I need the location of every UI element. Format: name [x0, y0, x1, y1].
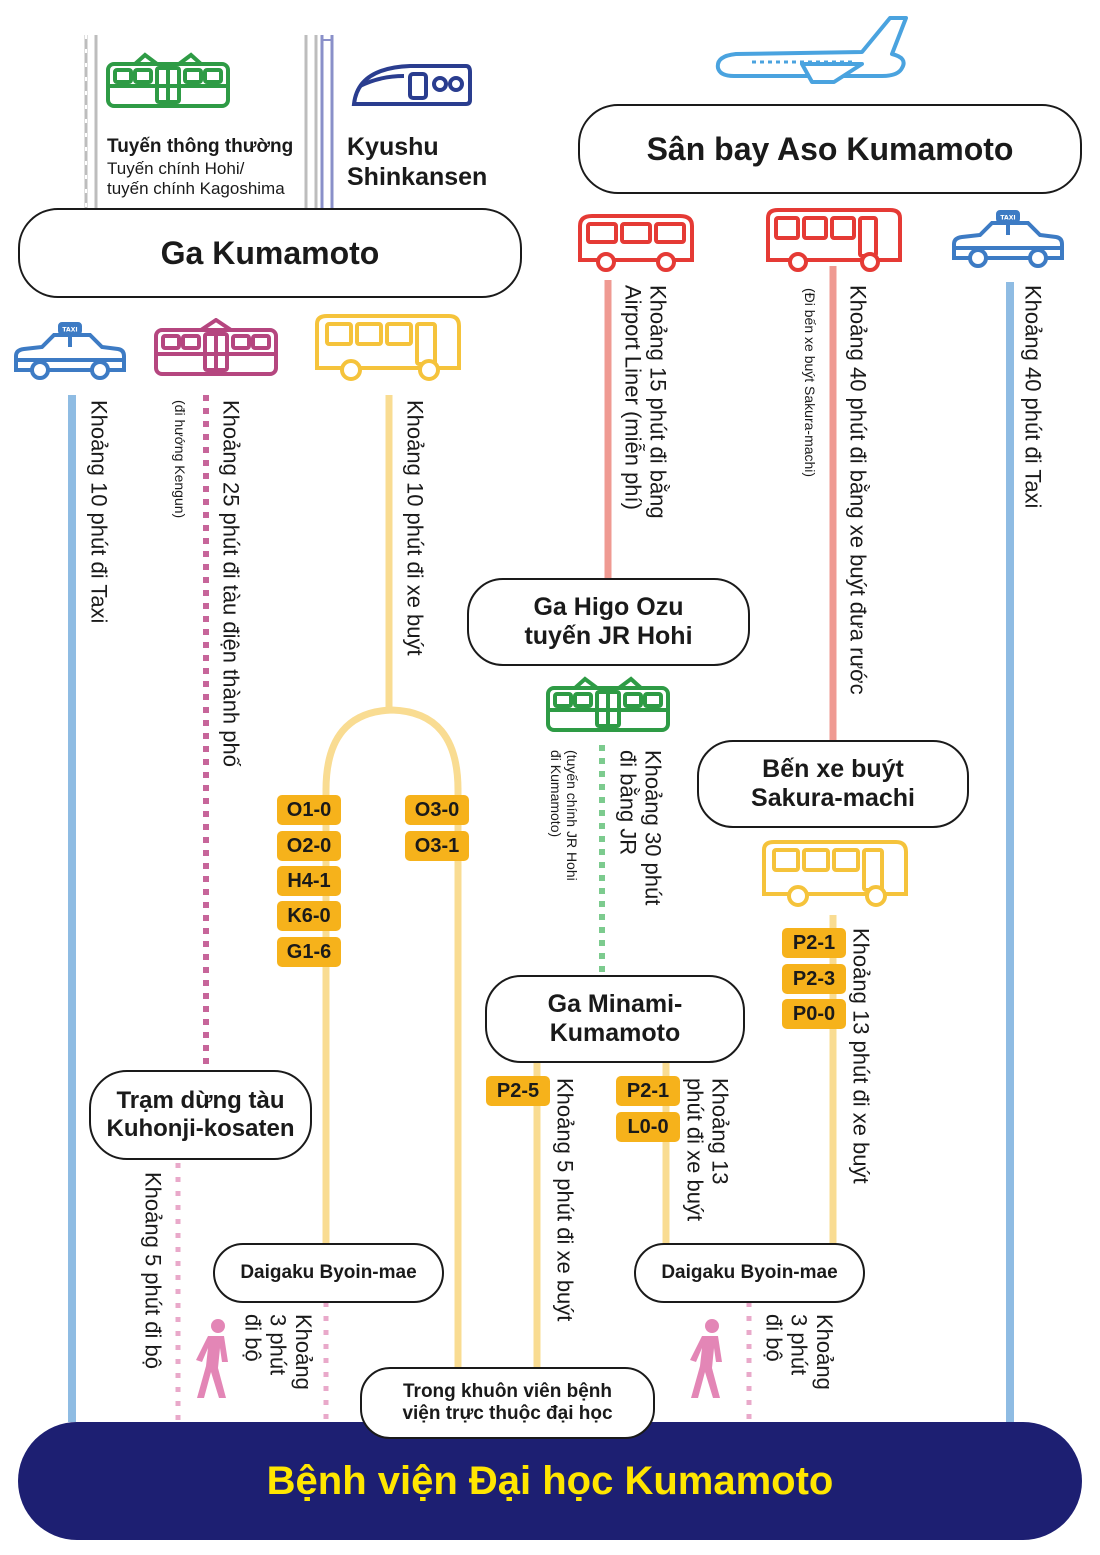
bus-icon: [762, 840, 908, 907]
higo-ozu-label: Ga Higo Ozu tuyến JR Hohi: [524, 593, 693, 650]
minami-kumamoto-station-box: Ga Minami- Kumamoto: [485, 975, 745, 1063]
kumamoto-station-box: Ga Kumamoto: [18, 208, 522, 298]
airport-taxi-text: Khoảng 40 phút đi Taxi: [1020, 285, 1046, 509]
bus-from-station-text: Khoảng 10 phút đi xe buýt: [402, 400, 428, 656]
hospital-banner: Bệnh viện Đại học Kumamoto: [18, 1422, 1082, 1540]
taxi-from-station-text: Khoảng 10 phút đi Taxi: [86, 400, 112, 624]
airport-bus-text: Khoảng 40 phút đi bằng xe buýt đưa rước: [845, 285, 871, 695]
bus-badge: P0-0: [782, 999, 846, 1029]
conventional-line-detail: Tuyến chính Hohi/ tuyến chính Kagoshima: [107, 158, 285, 199]
bus-icon: [766, 208, 902, 272]
sakura-machi-bus-terminal-box: Bến xe buýt Sakura-machi: [697, 740, 969, 828]
bus-badge: O1-0: [277, 795, 341, 825]
bus-badge: P2-5: [486, 1076, 550, 1106]
bus-badge: O3-0: [405, 795, 469, 825]
shinkansen-rail-track: [320, 35, 334, 208]
bus-badge: O3-1: [405, 831, 469, 861]
kumamoto-station-label: Ga Kumamoto: [160, 234, 380, 271]
airport-box: Sân bay Aso Kumamoto: [578, 104, 1082, 194]
bus-badge: P2-1: [616, 1076, 680, 1106]
taxi-icon: TAXI: [952, 210, 1064, 268]
train-icon: [106, 52, 230, 108]
jr-route-text: Khoảng 30 phút đi bằng JR: [615, 750, 666, 906]
airport-liner-text: Khoảng 15 phút đi bằng Airport Liner (mi…: [620, 285, 671, 519]
bus-route-arch: [322, 706, 462, 791]
conventional-line-title: Tuyến thông thường: [107, 136, 294, 157]
shinkansen-label: Kyushu Shinkansen: [347, 133, 488, 191]
walk-3min-right-text: Khoảng 3 phút đi bộ: [761, 1314, 837, 1390]
daigaku-byoin-mae-right-box: Daigaku Byoin-mae: [634, 1243, 865, 1303]
bus-badge: P2-3: [782, 964, 846, 994]
sakura-machi-label: Bến xe buýt Sakura-machi: [751, 755, 915, 812]
bus-badge: G1-6: [277, 937, 341, 967]
train-icon: [546, 676, 670, 732]
bus-icon: [578, 214, 694, 272]
bus-badge: K6-0: [277, 901, 341, 931]
airplane-icon: [715, 16, 908, 84]
conventional-rail-track: [84, 35, 318, 208]
taxi-roof-sign: TAXI: [1000, 215, 1015, 222]
conventional-line-label: Tuyến thông thường Tuyến chính Hohi/ tuy…: [107, 136, 317, 200]
bus-badge: H4-1: [277, 866, 341, 896]
bus-badge: L0-0: [616, 1112, 680, 1142]
daigaku-left-label: Daigaku Byoin-mae: [240, 1262, 417, 1284]
pedestrian-icon: [196, 1319, 228, 1398]
bus-icon: [315, 314, 461, 381]
jr-note-text: (tuyến chính JR Hohi đi Kumamoto): [548, 750, 581, 881]
campus-label: Trong khuôn viên bệnh viện trực thuộc đạ…: [402, 1381, 613, 1424]
kuhonji-tram-stop-box: Trạm dừng tàu Kuhonji-kosaten: [89, 1070, 312, 1160]
walk-3min-left-text: Khoảng 3 phút đi bộ: [240, 1314, 316, 1390]
tram-icon: [154, 318, 278, 376]
pedestrian-icon: [690, 1319, 722, 1398]
minami-bus-13min-text: Khoảng 13 phút đi xe buýt: [682, 1078, 733, 1222]
minami-kumamoto-label: Ga Minami- Kumamoto: [547, 990, 683, 1047]
airport-label: Sân bay Aso Kumamoto: [646, 130, 1014, 167]
campus-stop-box: Trong khuôn viên bệnh viện trực thuộc đạ…: [360, 1367, 655, 1439]
daigaku-byoin-mae-left-box: Daigaku Byoin-mae: [213, 1243, 444, 1303]
tram-note-text: (đi hướng Kengun): [172, 400, 189, 519]
hospital-title: Bệnh viện Đại học Kumamoto: [266, 1458, 834, 1503]
kuhonji-label: Trạm dừng tàu Kuhonji-kosaten: [106, 1087, 295, 1142]
bus-badge: O2-0: [277, 831, 341, 861]
minami-bus-5min-text: Khoảng 5 phút đi xe buýt: [552, 1078, 578, 1322]
taxi-icon: TAXI: [14, 322, 126, 380]
walk-5min-text: Khoảng 5 phút đi bộ: [140, 1172, 166, 1369]
airport-bus-note-text: (Đi bến xe buýt Sakura-machi): [802, 288, 819, 478]
daigaku-right-label: Daigaku Byoin-mae: [661, 1262, 838, 1284]
sakura-bus-text: Khoảng 13 phút đi xe buýt: [848, 928, 874, 1184]
tram-route-text: Khoảng 25 phút đi tàu điện thành phố: [218, 400, 244, 767]
taxi-roof-sign: TAXI: [62, 327, 77, 334]
shinkansen-icon: [351, 64, 472, 106]
higo-ozu-station-box: Ga Higo Ozu tuyến JR Hohi: [467, 578, 750, 666]
bus-badge: P2-1: [782, 928, 846, 958]
